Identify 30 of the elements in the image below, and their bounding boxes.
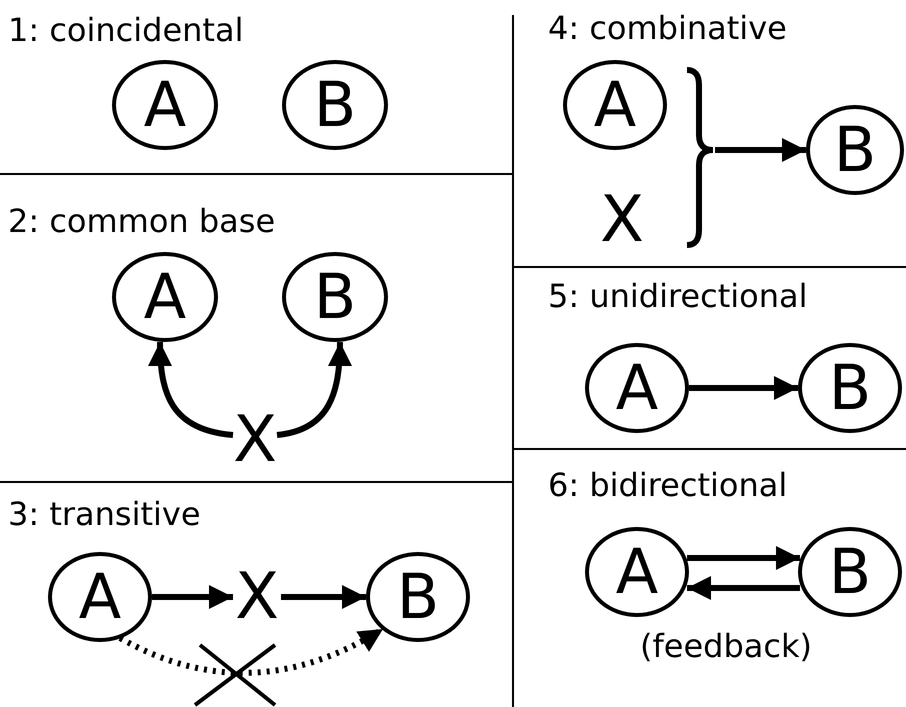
arrow <box>689 376 798 400</box>
panel-title: 2: common base <box>8 205 276 237</box>
panel-title: 4: combinative <box>548 12 787 44</box>
arrow <box>118 626 384 676</box>
circle-node: A <box>112 60 218 150</box>
panel-title: 1: coincidental <box>8 14 244 46</box>
panel-title: 3: transitive <box>8 498 201 530</box>
arrow <box>687 576 800 600</box>
circle-node: B <box>798 343 902 433</box>
arrow <box>148 342 234 438</box>
variable-label: X <box>598 189 646 251</box>
circle-node: A <box>48 552 152 642</box>
circle-node: B <box>282 252 388 342</box>
variable-label: X <box>233 566 281 628</box>
circle-node: A <box>112 252 218 342</box>
circle-node: A <box>585 527 689 617</box>
circle-node: B <box>366 552 470 642</box>
circle-node: B <box>282 60 388 150</box>
arrow <box>152 585 233 609</box>
arrow <box>687 546 800 570</box>
variable-label: X <box>231 409 279 471</box>
circle-node: B <box>798 527 902 617</box>
circle-node: A <box>585 343 689 433</box>
arrow <box>281 585 366 609</box>
note-text: (feedback) <box>640 630 812 662</box>
circle-node: A <box>563 60 667 150</box>
panel-title: 6: bidirectional <box>548 469 788 501</box>
arrow <box>276 342 352 438</box>
circle-node: B <box>806 105 904 195</box>
panel-title: 5: unidirectional <box>548 280 808 312</box>
